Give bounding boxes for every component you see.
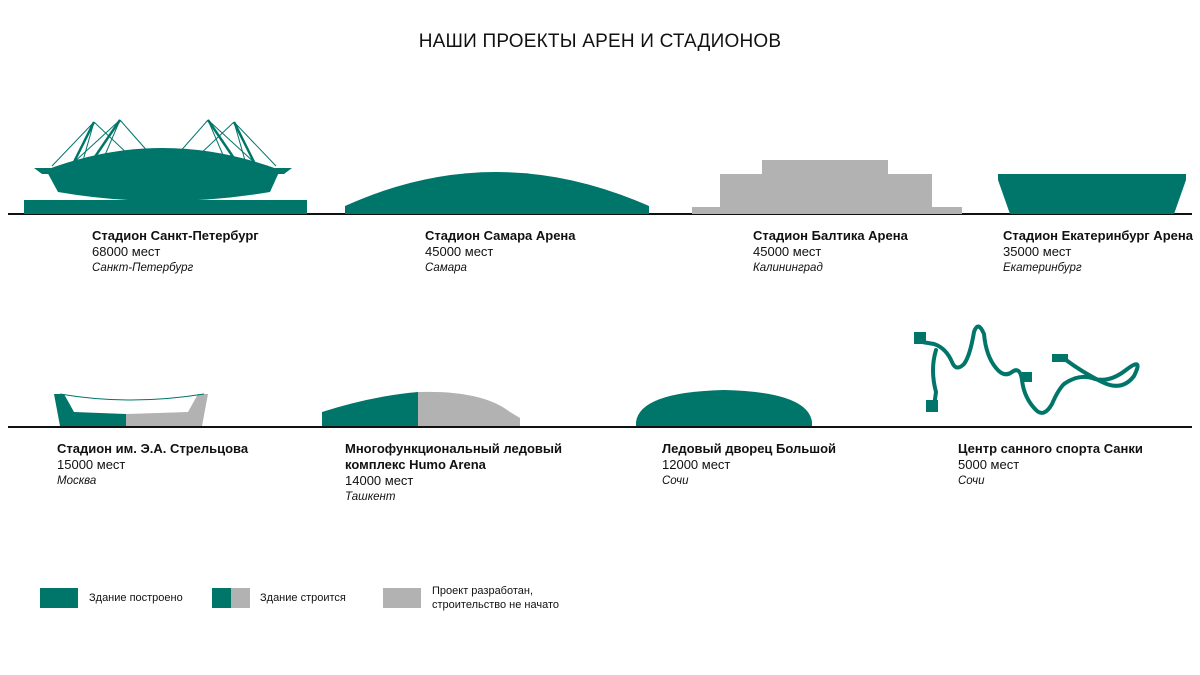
project-name: Стадион им. Э.А. Стрельцова [57,441,249,456]
ekaterinburg-arena-silhouette [998,174,1186,214]
project-city: Сочи [958,475,985,487]
project-name: Стадион Санкт-Петербург [92,228,259,243]
project-card-saint-petersburg: Стадион Санкт-Петербург 68000 мест Санкт… [92,228,259,276]
project-capacity: 14000 мест [345,473,414,488]
legend-swatch-under-construction-planned-half [231,588,250,608]
project-card-humo-arena: Многофункциональный ледовый комплекс Hum… [345,441,562,505]
project-capacity: 45000 мест [753,244,822,259]
humo-arena-silhouette [322,391,520,426]
project-card-kaliningrad: Стадион Балтика Арена 45000 мест Калинин… [753,228,908,276]
project-card-samara: Стадион Самара Арена 45000 мест Самара [425,228,576,276]
project-city: Санкт-Петербург [92,262,194,274]
project-city: Ташкент [345,491,396,503]
project-capacity: 5000 мест [958,457,1020,472]
project-city: Калининград [753,262,823,274]
project-capacity: 35000 мест [1003,244,1072,259]
project-card-bolshoy: Ледовый дворец Большой 12000 мест Сочи [662,441,836,489]
legend-swatch-planned [383,588,421,608]
legend-swatch-built [40,588,78,608]
project-city: Сочи [662,475,689,487]
project-name: Стадион Екатеринбург Арена [1003,228,1193,243]
project-capacity: 12000 мест [662,457,731,472]
ground-line-row-2 [8,426,1192,428]
legend-label: Здание строится [260,592,346,604]
legend-label: Здание построено [89,592,183,604]
samara-arena-silhouette [345,172,649,214]
project-name: Многофункциональный ледовый комплекс Hum… [345,441,563,472]
sanki-sliding-center-track [914,324,1140,415]
project-capacity: 45000 мест [425,244,494,259]
project-city: Екатеринбург [1003,262,1082,274]
legend-label: Проект разработан, строительство не нача… [432,585,560,611]
bolshoy-ice-dome-silhouette [636,390,812,426]
baltika-arena-silhouette [692,160,962,214]
project-name: Ледовый дворец Большой [662,441,837,456]
project-card-sanki: Центр санного спорта Санки 5000 мест Соч… [958,441,1143,489]
project-city: Самара [425,262,467,274]
project-name: Стадион Балтика Арена [753,228,908,243]
project-capacity: 15000 мест [57,457,126,472]
project-card-ekaterinburg: Стадион Екатеринбург Арена 35000 мест Ек… [1003,228,1193,276]
page-title: НАШИ ПРОЕКТЫ АРЕН И СТАДИОНОВ [418,31,782,52]
project-capacity: 68000 мест [92,244,161,259]
project-name: Центр санного спорта Санки [958,441,1143,456]
project-city: Москва [57,475,97,487]
project-card-streltsov: Стадион им. Э.А. Стрельцова 15000 мест М… [57,441,248,489]
legend-swatch-under-construction [212,588,231,608]
saint-petersburg-stadium-silhouette [24,119,307,214]
streltsov-stadium-silhouette [54,393,208,426]
project-name: Стадион Самара Арена [425,228,576,243]
